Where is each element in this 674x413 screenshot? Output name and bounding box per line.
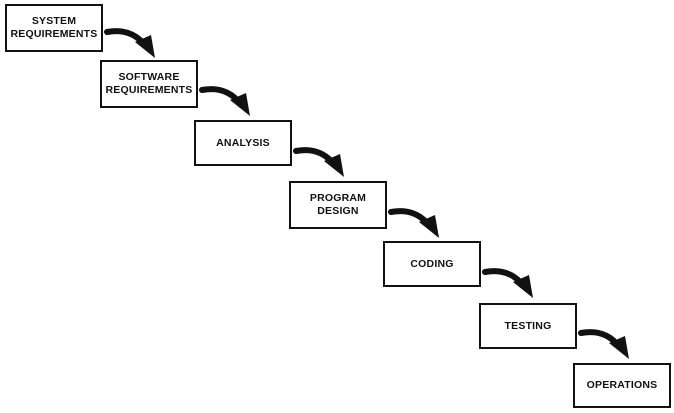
stage-system-requirements: SYSTEM REQUIREMENTS [5, 4, 103, 52]
flow-arrow-icon [388, 208, 439, 238]
stage-label: ANALYSIS [216, 136, 270, 149]
stage-testing: TESTING [479, 303, 577, 349]
stage-analysis: ANALYSIS [194, 120, 292, 166]
flow-arrow-icon [578, 329, 629, 359]
flow-arrow-icon [482, 268, 533, 298]
stage-operations: OPERATIONS [573, 363, 671, 408]
stage-software-requirements: SOFTWARE REQUIREMENTS [100, 60, 198, 108]
stage-label: CODING [410, 257, 454, 270]
stage-label: PROGRAM DESIGN [309, 192, 367, 217]
stage-label: TESTING [504, 319, 552, 332]
flow-arrow-icon [199, 86, 250, 116]
stage-label: SOFTWARE REQUIREMENTS [105, 71, 193, 96]
stage-label: SYSTEM REQUIREMENTS [10, 15, 98, 40]
flow-arrow-icon [104, 28, 155, 58]
stage-label: OPERATIONS [586, 379, 658, 391]
stage-program-design: PROGRAM DESIGN [289, 181, 387, 229]
stage-coding: CODING [383, 241, 481, 287]
flow-arrow-icon [293, 147, 344, 177]
